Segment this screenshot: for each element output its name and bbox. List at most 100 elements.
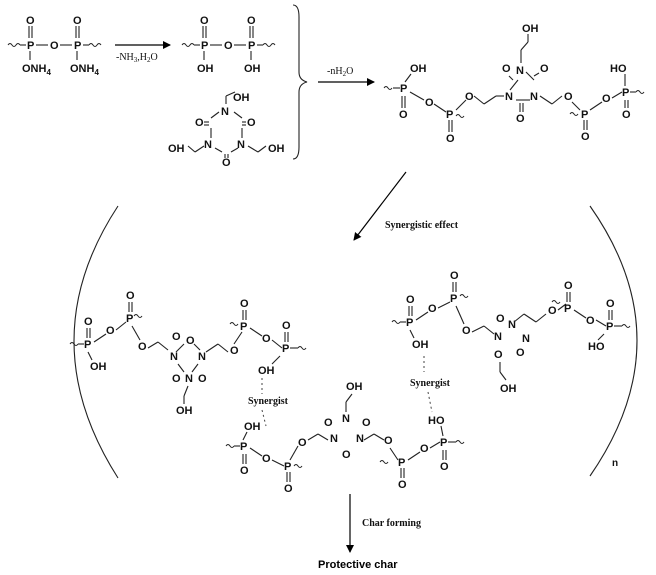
label-deammoniation: -NH3,H2O — [116, 52, 158, 64]
left-p4: P — [282, 343, 289, 355]
bottom-ring-o2: O — [362, 417, 371, 429]
prod-o-br4: O — [602, 93, 611, 105]
dash-left-bottom — [261, 409, 267, 427]
right-obr2: O — [462, 325, 471, 337]
left-n3: N — [185, 373, 193, 385]
left-o4: O — [282, 320, 291, 332]
label-protective-char: Protective char — [318, 559, 398, 571]
app-onh4-right: ONH4 — [70, 63, 99, 77]
right-o1: O — [406, 294, 415, 306]
theic-oh-left: OH — [168, 143, 185, 155]
prod-ho-right: HO — [610, 63, 627, 75]
right-n1: N — [494, 331, 502, 343]
left-oh1: OH — [90, 361, 107, 373]
prod-p-right1: P — [581, 109, 588, 121]
left-ring-o2: O — [186, 335, 195, 347]
prod-n-right: N — [530, 91, 538, 103]
prod-o-right2: O — [622, 109, 631, 121]
bottom-n1: N — [330, 433, 338, 445]
right-p2: P — [450, 293, 457, 305]
bottom-obr1: O — [262, 453, 271, 465]
left-o1: O — [84, 316, 93, 328]
bottom-obr3: O — [384, 435, 393, 447]
right-ho-p4: HO — [588, 341, 605, 353]
right-p1: P — [406, 317, 413, 329]
bottom-oh-top: OH — [346, 381, 363, 393]
prod-o-right1: O — [581, 131, 590, 143]
right-o3: O — [564, 280, 573, 292]
left-oh-bottom: OH — [176, 405, 193, 417]
ppa-oh-left: OH — [197, 63, 214, 75]
left-ring-o4: O — [198, 373, 207, 385]
ppa-p2: P — [248, 40, 255, 52]
prod-n-left: N — [505, 91, 513, 103]
left-n2: N — [198, 351, 206, 363]
ppa-o-top1: O — [200, 15, 209, 27]
right-o2: O — [450, 270, 459, 282]
prod-o-br3: O — [564, 91, 573, 103]
theic-o-right: O — [247, 117, 256, 129]
ppa-p1: P — [201, 40, 208, 52]
bottom-n2: N — [342, 413, 350, 425]
bottom-p4: P — [440, 437, 447, 449]
reactant-brace — [292, 4, 308, 160]
bottom-n3: N — [356, 433, 364, 445]
left-obr1: O — [106, 325, 115, 337]
bottom-oh1: OH — [244, 421, 261, 433]
prod-oh-top: OH — [522, 23, 539, 35]
app-o-bridge: O — [50, 40, 59, 52]
theic-oh-right: OH — [268, 143, 285, 155]
right-ring-o2: O — [516, 347, 525, 359]
bottom-ring-o3: O — [342, 449, 351, 461]
app-onh4-left: ONH4 — [22, 63, 51, 77]
app-structure: P O O P O ONH4 ONH4 — [7, 15, 102, 77]
prod-p-left: P — [400, 83, 407, 95]
prod-ring-o-bottom: O — [516, 113, 525, 125]
paren-left — [73, 205, 119, 479]
ppa-o-top2: O — [247, 15, 256, 27]
theic-oh-top: OH — [233, 92, 250, 104]
app-p2: P — [74, 40, 81, 52]
left-obr2: O — [138, 341, 147, 353]
synergist-right: Synergist — [410, 378, 451, 389]
right-p3: P — [564, 303, 571, 315]
right-obr3: O — [548, 305, 557, 317]
network-unit-bottom: P OH O O P O O N O N OH O N O O P O O P … — [225, 381, 465, 495]
bottom-o1: O — [240, 465, 249, 477]
left-p1: P — [84, 339, 91, 351]
bottom-ho-p4: HO — [428, 415, 445, 427]
left-o3: O — [240, 298, 249, 310]
bottom-obr4: O — [420, 443, 429, 455]
right-oh1: OH — [412, 339, 429, 351]
left-ring-o1: O — [172, 331, 181, 343]
bottom-p1: P — [240, 441, 247, 453]
prod-ring-o-left: O — [502, 63, 511, 75]
left-oh-p4: OH — [258, 365, 275, 377]
theic-o-bottom: O — [222, 157, 231, 169]
ester-product: P OH O O P O O N O N OH O N O O P O — [383, 23, 645, 145]
bottom-ring-o1: O — [324, 417, 333, 429]
left-n1: N — [170, 351, 178, 363]
bottom-p3: P — [398, 457, 405, 469]
arrow-synergistic — [353, 171, 407, 241]
bottom-p2: P — [284, 461, 291, 473]
ppa-oh-right: OH — [244, 63, 261, 75]
prod-n-top: N — [516, 65, 524, 77]
prod-oh-left: OH — [410, 63, 427, 75]
theic-o-left: O — [195, 117, 204, 129]
left-o2: O — [126, 290, 135, 302]
network-unit-right: P O OH O P O O N O N N O O OH O P O O P … — [391, 270, 631, 395]
prod-o-left: O — [399, 109, 408, 121]
theic-structure: OH N O O N N O OH OH — [168, 91, 285, 169]
left-ring-o3: O — [172, 373, 181, 385]
right-obr4: O — [586, 315, 595, 327]
dash-right-bottom — [427, 391, 433, 413]
prod-p-right2: P — [622, 87, 629, 99]
left-obr3: O — [230, 345, 239, 357]
paren-right — [589, 205, 638, 477]
right-n2: N — [508, 319, 516, 331]
app-o-top2: O — [73, 15, 82, 27]
prod-o-br2: O — [465, 91, 474, 103]
